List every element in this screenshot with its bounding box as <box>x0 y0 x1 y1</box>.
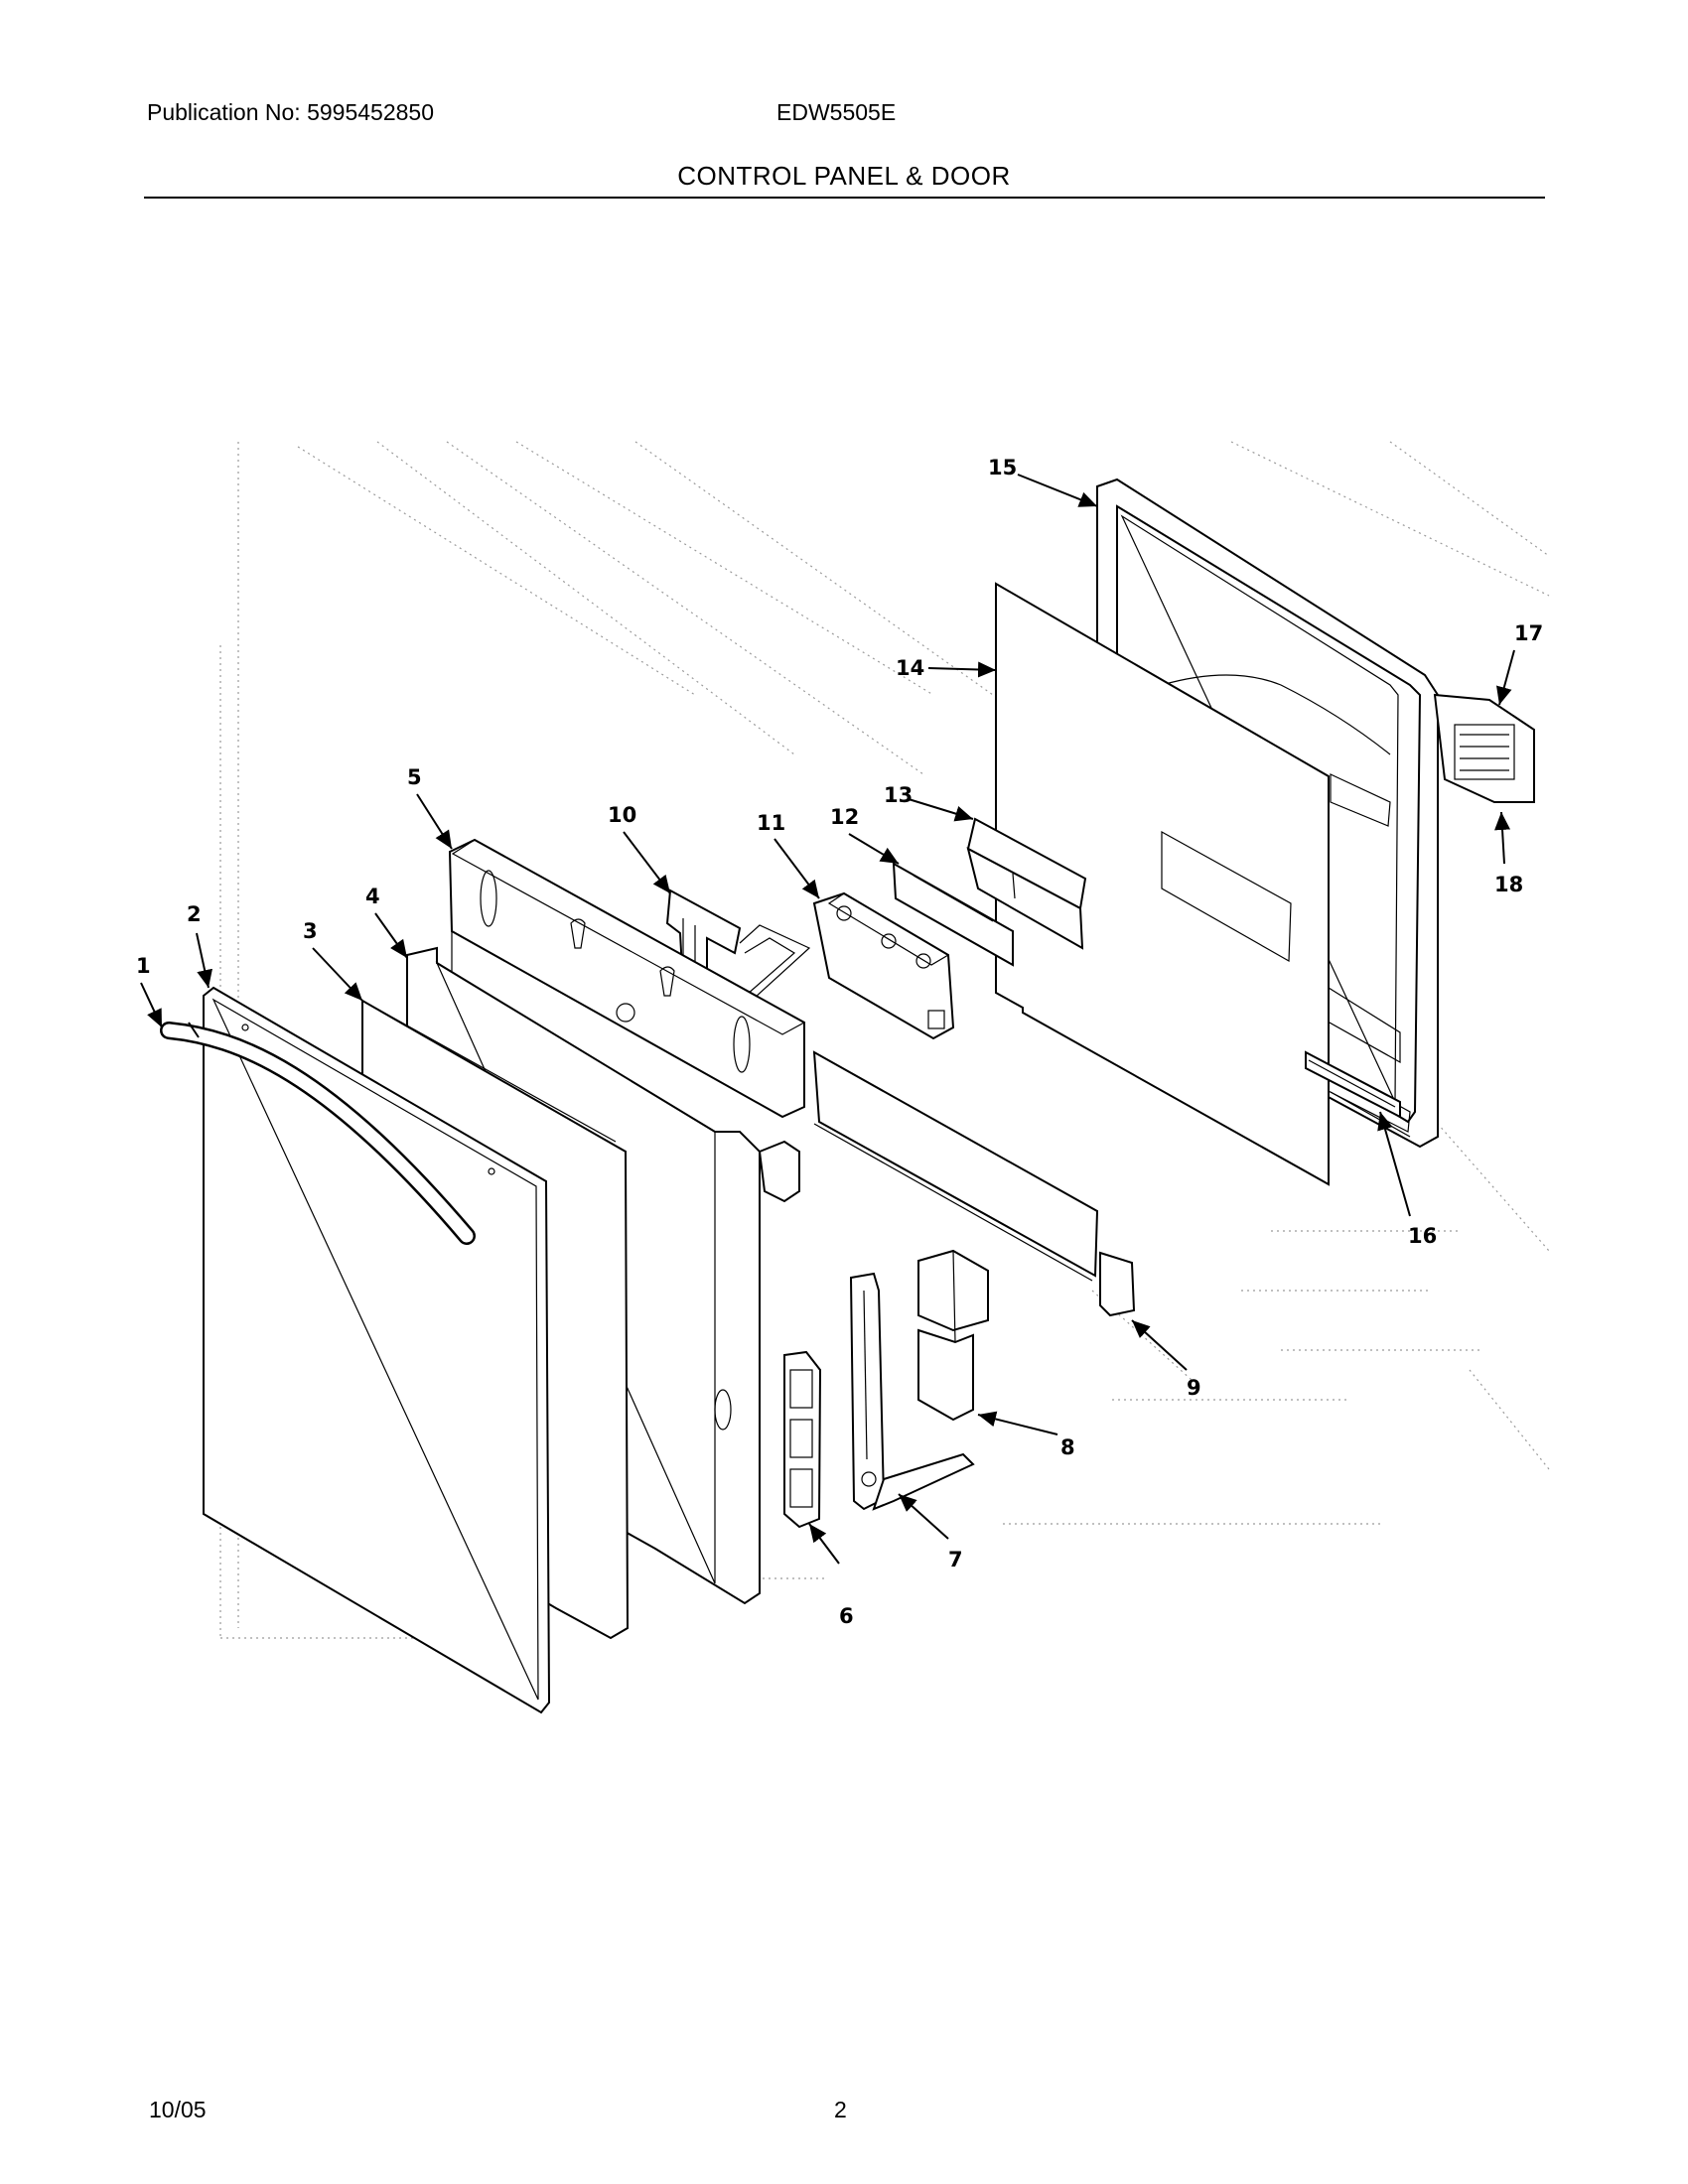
part-5-control-housing <box>448 838 806 1203</box>
callout-2: 2 <box>187 902 202 926</box>
part-6-cable-clip <box>783 1350 822 1529</box>
callout-5: 5 <box>407 765 422 789</box>
footer-page-number: 2 <box>834 2097 847 2122</box>
callout-8: 8 <box>1060 1435 1075 1459</box>
callout-13: 13 <box>884 783 913 807</box>
part-9-insulation <box>812 1050 1136 1317</box>
part-12-control-board <box>892 862 1014 967</box>
part-17-vent <box>1433 693 1535 803</box>
footer-date: 10/05 <box>149 2097 207 2122</box>
callout-15: 15 <box>988 456 1017 479</box>
callout-3: 3 <box>303 919 318 943</box>
part-16-bottom-seal <box>1305 1050 1401 1119</box>
callout-14: 14 <box>896 656 924 680</box>
callout-1: 1 <box>136 954 151 978</box>
callout-9: 9 <box>1187 1376 1201 1400</box>
section-title: CONTROL PANEL & DOOR <box>677 161 1011 191</box>
callout-16: 16 <box>1408 1224 1437 1248</box>
part-1-handle <box>160 1022 476 1245</box>
callout-labels: 1 2 3 4 5 6 7 8 9 10 11 12 13 14 15 16 1… <box>136 456 1543 1628</box>
publication-number: Publication No: 5995452850 <box>147 99 435 125</box>
callout-7: 7 <box>948 1548 963 1571</box>
callout-11: 11 <box>757 811 785 835</box>
part-11-control-module <box>812 891 955 1040</box>
header-rule <box>144 197 1545 199</box>
callout-18: 18 <box>1494 873 1523 896</box>
part-2-outer-panel <box>203 986 551 1714</box>
callout-leaders <box>140 474 1515 1565</box>
callout-17: 17 <box>1514 621 1543 645</box>
callout-6: 6 <box>839 1604 854 1628</box>
callout-10: 10 <box>608 803 636 827</box>
part-8-side-block <box>917 1249 989 1422</box>
callout-12: 12 <box>830 805 859 829</box>
callout-4: 4 <box>365 885 380 908</box>
part-14-inner-panel <box>995 582 1391 1186</box>
model-number: EDW5505E <box>776 99 897 125</box>
part-13-bracket <box>966 817 1087 950</box>
